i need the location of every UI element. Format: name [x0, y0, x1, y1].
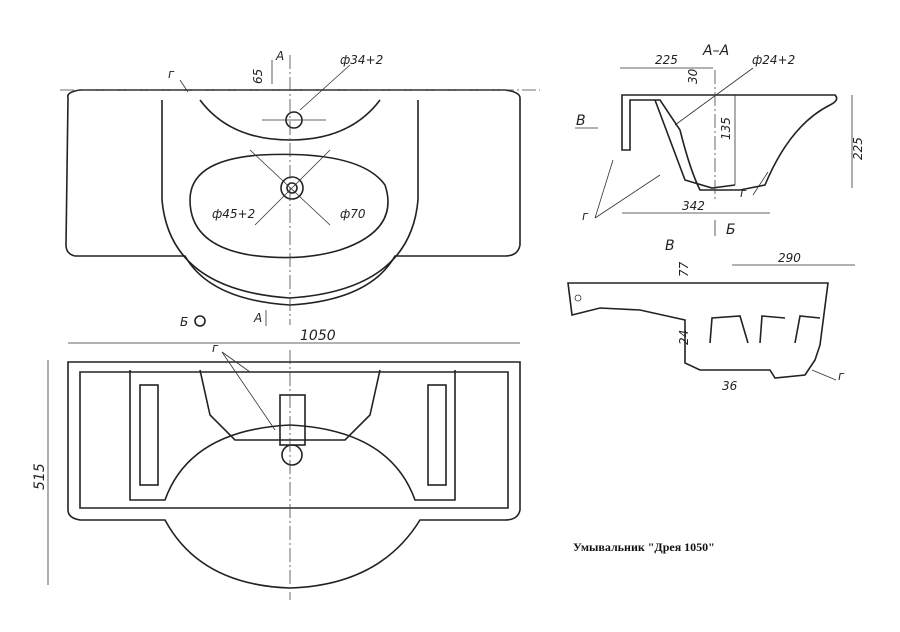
- dim-225-top: 225: [655, 53, 678, 67]
- section-view: А–А 225 ф24+2 30 135 225 342 В г г Б: [575, 43, 865, 238]
- dim-36: 36: [722, 379, 738, 393]
- top-view: А 65 ф34+2 г ф45+2 ф70 А Б: [60, 49, 540, 329]
- view-mark-v: В: [576, 113, 586, 129]
- dim-1050: 1050: [300, 328, 336, 344]
- section-mark-a-top: А: [275, 49, 284, 63]
- dim-77: 77: [677, 261, 691, 277]
- bottom-view: 1050 515 г: [32, 328, 521, 600]
- side-view-title: В: [665, 238, 675, 254]
- dim-515: 515: [32, 463, 48, 490]
- label-g: г: [838, 369, 845, 383]
- dim-tap-hole: ф34+2: [340, 53, 383, 67]
- dim-290: 290: [778, 251, 801, 265]
- dim-135: 135: [719, 117, 733, 140]
- dim-65: 65: [251, 69, 265, 84]
- view-mark-b: Б: [726, 222, 736, 238]
- dim-342: 342: [682, 199, 705, 213]
- label-g: г: [212, 341, 219, 355]
- view-mark-b: Б: [180, 315, 188, 329]
- section-title: А–А: [702, 43, 729, 59]
- dim-hole: ф24+2: [752, 53, 795, 67]
- side-view: В 290 77 24 36 г: [567, 238, 855, 393]
- dim-drain-outer: ф70: [340, 207, 366, 221]
- label-g: г: [168, 67, 175, 81]
- label-g-right: г: [740, 186, 747, 200]
- dim-drain: ф45+2: [212, 207, 255, 221]
- label-g-left: г: [582, 209, 589, 223]
- dim-30: 30: [686, 68, 700, 84]
- drawing-caption: Умывальник "Дрея 1050": [573, 540, 715, 554]
- dim-225-height: 225: [851, 137, 865, 160]
- dim-24: 24: [677, 330, 691, 345]
- section-mark-a-bottom: А: [253, 311, 262, 325]
